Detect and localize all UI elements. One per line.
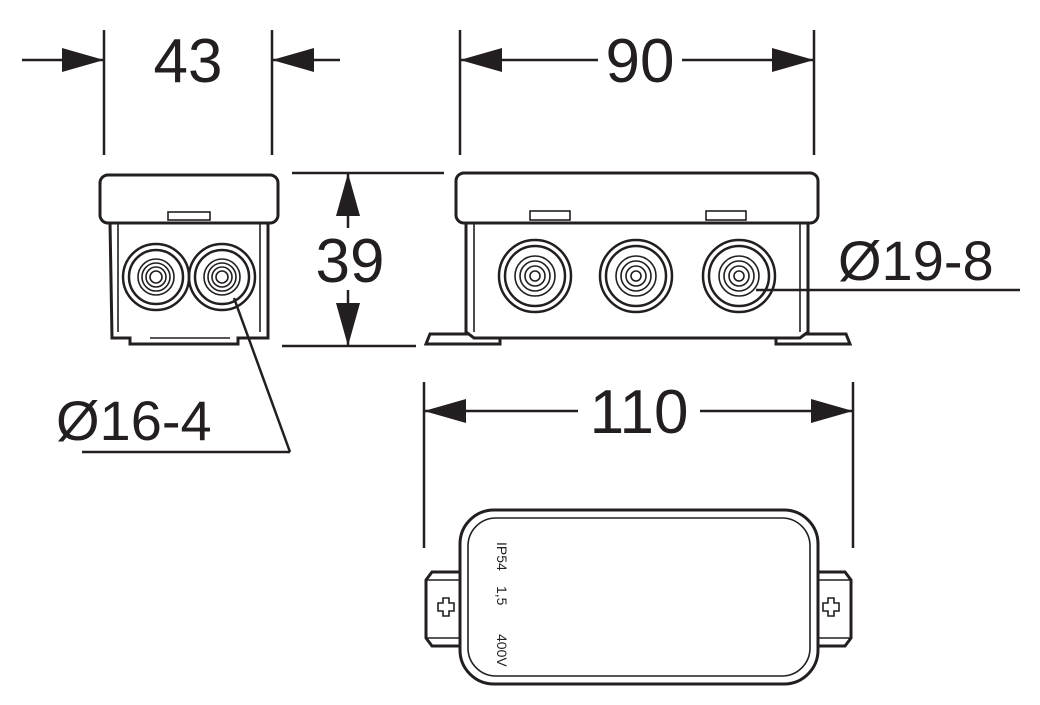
left-mounting-lug: [424, 570, 464, 648]
dimension-small-gland: Ø16-4: [56, 297, 292, 454]
dimension-39-label: 39: [316, 227, 385, 296]
dimension-110: 110: [424, 378, 853, 447]
small-gland-label: Ø16-4: [56, 389, 212, 452]
large-gland-1: [497, 238, 573, 314]
dimension-90: 90: [460, 27, 814, 96]
lid-cross-section-text: 1,5: [494, 586, 510, 606]
dimension-39: 39: [282, 171, 444, 348]
front-view: 90: [423, 27, 1020, 346]
lid-outline: [458, 508, 820, 686]
dimension-43: 43: [22, 27, 340, 96]
top-view: 110 IP54 1,5 400V: [422, 378, 855, 686]
dimension-43-label: 43: [154, 27, 223, 96]
large-gland-3: [701, 238, 777, 314]
small-gland-right: [187, 242, 257, 312]
lid-rating-text: IP54: [494, 542, 510, 571]
lid-voltage-text: 400V: [494, 634, 510, 667]
dimension-110-label: 110: [590, 378, 689, 447]
large-gland-2: [598, 238, 674, 314]
right-mounting-lug: [813, 570, 853, 648]
dimension-large-gland: Ø19-8: [756, 229, 1020, 292]
side-view: 43 Ø16-4: [22, 27, 340, 454]
dimension-90-label: 90: [606, 27, 675, 96]
large-gland-label: Ø19-8: [838, 229, 994, 292]
